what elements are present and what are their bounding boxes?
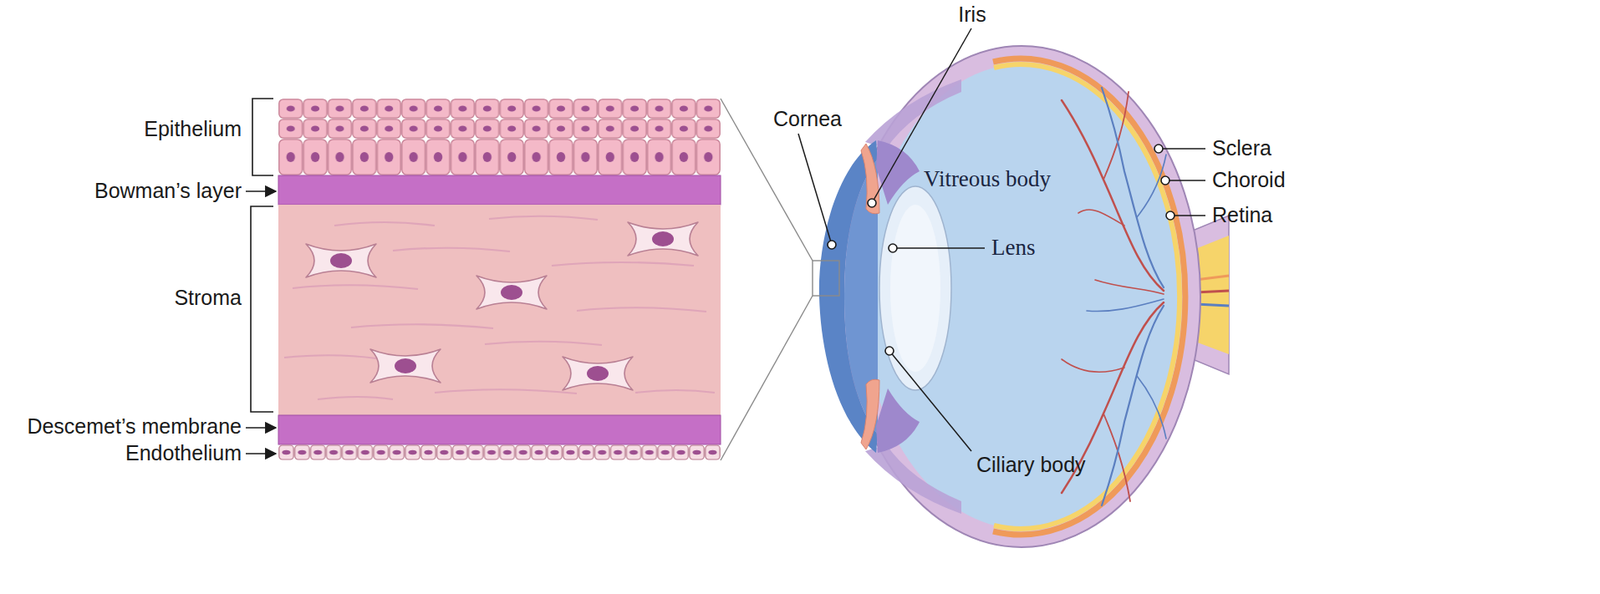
region-label: Vitreous body <box>923 167 1051 193</box>
part-label: Iris <box>957 3 986 27</box>
part-label: Retina <box>1212 203 1273 228</box>
part-label: Cornea <box>773 107 842 132</box>
layer-label: Descemet’s membrane <box>26 415 242 439</box>
part-label: Ciliary body <box>976 453 1086 478</box>
layer-label: Bowman’s layer <box>94 179 242 204</box>
part-label: Lens <box>991 235 1035 261</box>
layer-label: Stroma <box>173 286 242 311</box>
layer-label: Epithelium <box>143 117 242 142</box>
part-label: Choroid <box>1212 168 1286 193</box>
layer-label: Endothelium <box>125 442 242 466</box>
part-label: Sclera <box>1212 137 1272 161</box>
